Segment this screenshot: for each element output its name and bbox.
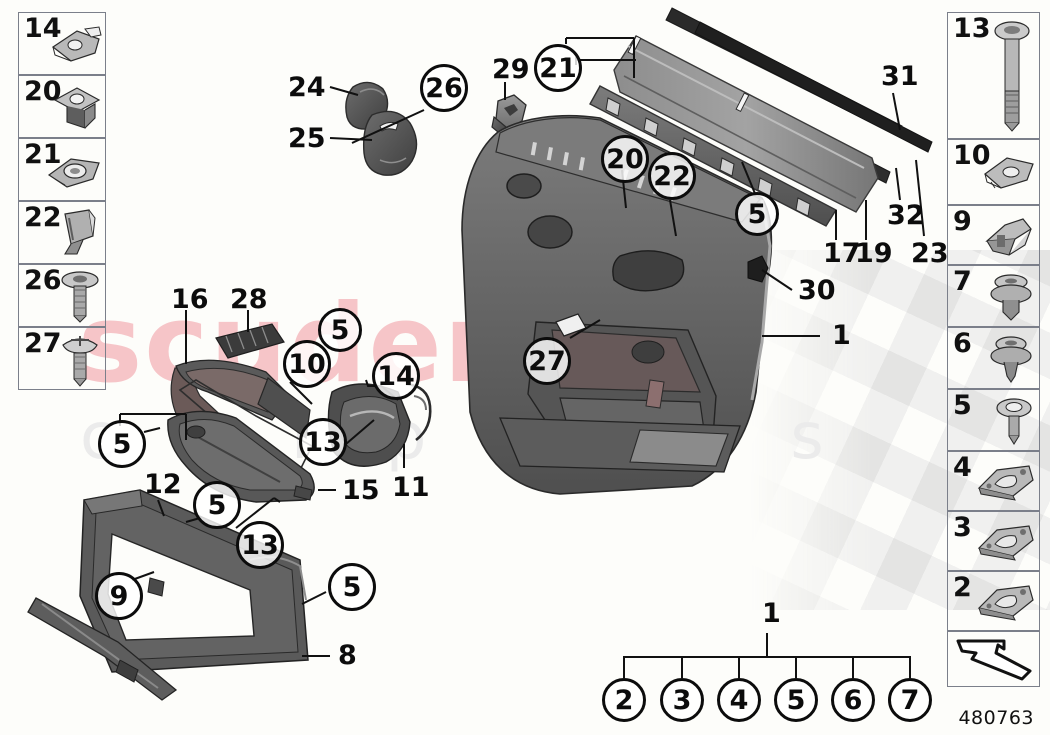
callout-30: 30 bbox=[798, 275, 836, 306]
part-number-label: 10 bbox=[953, 140, 991, 171]
u-clip-nut-icon bbox=[51, 25, 102, 62]
circled-callout-27[interactable]: 27 bbox=[523, 337, 571, 385]
legend-branch-5 bbox=[795, 656, 797, 678]
callout-8: 8 bbox=[338, 640, 357, 671]
legend-circled-3[interactable]: 3 bbox=[660, 678, 704, 722]
circled-callout-13-b[interactable]: 13 bbox=[236, 521, 284, 569]
callout-25: 25 bbox=[288, 123, 326, 154]
callout-15: 15 bbox=[342, 475, 380, 506]
sheet-metal-nut-icon bbox=[984, 157, 1034, 189]
mounting-plate-icon bbox=[977, 525, 1034, 561]
circled-callout-5-d[interactable]: 5 bbox=[328, 563, 376, 611]
part-box-21[interactable]: 21 bbox=[18, 138, 106, 201]
circled-callout-10[interactable]: 10 bbox=[283, 340, 331, 388]
callout-29: 29 bbox=[492, 54, 530, 85]
diagram-code: 480763 bbox=[958, 707, 1034, 729]
part-number-label: 3 bbox=[953, 512, 972, 543]
part-number-label: 4 bbox=[953, 452, 972, 483]
circled-callout-21[interactable]: 21 bbox=[534, 44, 582, 92]
legend-crossbar bbox=[623, 656, 911, 658]
part-number-label: 22 bbox=[24, 202, 62, 233]
part-box-3[interactable]: 3 bbox=[947, 511, 1040, 571]
mounting-plate-icon bbox=[977, 585, 1034, 621]
part-number-label: 14 bbox=[24, 13, 62, 44]
callout-32: 32 bbox=[887, 200, 925, 231]
part-number-label: 5 bbox=[953, 390, 972, 421]
expanding-rivet-icon bbox=[990, 274, 1032, 321]
part-box-26[interactable]: 26 bbox=[18, 264, 106, 327]
legend-circled-6[interactable]: 6 bbox=[831, 678, 875, 722]
circled-callout-5-b[interactable]: 5 bbox=[98, 420, 146, 468]
circled-callout-20[interactable]: 20 bbox=[601, 135, 649, 183]
oval-clip-nut-icon bbox=[47, 157, 100, 188]
pan-head-screw-icon bbox=[62, 335, 98, 387]
long-bolt-icon bbox=[994, 20, 1030, 132]
legend-root-label: 1 bbox=[762, 598, 781, 629]
square-grommet-nut-icon bbox=[53, 86, 101, 129]
tapping-screw-icon bbox=[996, 398, 1032, 445]
part-box-9[interactable]: 9 bbox=[947, 205, 1040, 265]
flanged-screw-icon bbox=[61, 270, 99, 323]
circled-callout-9[interactable]: 9 bbox=[95, 572, 143, 620]
part-number-label: 20 bbox=[24, 76, 62, 107]
part-number-label: 7 bbox=[953, 266, 972, 297]
spring-clip-icon bbox=[64, 208, 96, 255]
callout-12: 12 bbox=[144, 469, 182, 500]
part-number-label: 6 bbox=[953, 328, 972, 359]
callout-28: 28 bbox=[230, 284, 268, 315]
part-number-label: 9 bbox=[953, 206, 972, 237]
part-box-6[interactable]: 6 bbox=[947, 327, 1040, 389]
callout-17: 17 bbox=[823, 238, 861, 269]
legend-branch-4 bbox=[738, 656, 740, 678]
legend-branch-2 bbox=[623, 656, 625, 678]
part-box-direction-arrow[interactable] bbox=[947, 631, 1040, 687]
part-box-22[interactable]: 22 bbox=[18, 201, 106, 264]
legend-circled-4[interactable]: 4 bbox=[717, 678, 761, 722]
legend-branch-7 bbox=[909, 656, 911, 678]
part-box-20[interactable]: 20 bbox=[18, 75, 106, 138]
bracket-clip-icon bbox=[985, 218, 1032, 256]
part-box-5[interactable]: 5 bbox=[947, 389, 1040, 451]
part-number-label: 13 bbox=[953, 13, 991, 44]
legend-branch-6 bbox=[852, 656, 854, 678]
part-number-label: 27 bbox=[24, 328, 62, 359]
legend-branch-3 bbox=[681, 656, 683, 678]
part-box-2[interactable]: 2 bbox=[947, 571, 1040, 631]
circled-callout-5-c[interactable]: 5 bbox=[193, 481, 241, 529]
callout-24: 24 bbox=[288, 72, 326, 103]
part-box-10[interactable]: 10 bbox=[947, 139, 1040, 205]
part-number-label: 2 bbox=[953, 572, 972, 603]
legend-root-stem bbox=[766, 633, 768, 657]
legend-circled-7[interactable]: 7 bbox=[888, 678, 932, 722]
legend-circled-5[interactable]: 5 bbox=[774, 678, 818, 722]
circled-callout-13-a[interactable]: 13 bbox=[299, 418, 347, 466]
brand-watermark-subtitle: c a r p a r t s bbox=[80, 400, 848, 474]
callout-19: 19 bbox=[855, 238, 893, 269]
circled-callout-26[interactable]: 26 bbox=[420, 64, 468, 112]
part-number-label: 26 bbox=[24, 265, 62, 296]
callout-16: 16 bbox=[171, 284, 209, 315]
part-box-14[interactable]: 14 bbox=[18, 12, 106, 75]
circled-callout-5-top[interactable]: 5 bbox=[735, 192, 779, 236]
callout-11: 11 bbox=[392, 472, 430, 503]
mounting-plate-icon bbox=[977, 465, 1034, 501]
expanding-rivet-icon bbox=[990, 336, 1032, 383]
part-box-27[interactable]: 27 bbox=[18, 327, 106, 390]
callout-1: 1 bbox=[832, 320, 851, 351]
legend-circled-2[interactable]: 2 bbox=[602, 678, 646, 722]
callout-31: 31 bbox=[881, 61, 919, 92]
direction-arrow-icon bbox=[956, 639, 1032, 681]
circled-callout-14[interactable]: 14 bbox=[372, 352, 420, 400]
part-number-label: 21 bbox=[24, 139, 62, 170]
part-box-13[interactable]: 13 bbox=[947, 12, 1040, 139]
part-box-4[interactable]: 4 bbox=[947, 451, 1040, 511]
callout-23: 23 bbox=[911, 238, 949, 269]
circled-callout-22[interactable]: 22 bbox=[648, 152, 696, 200]
circled-callout-5-a[interactable]: 5 bbox=[318, 308, 362, 352]
part-box-7[interactable]: 7 bbox=[947, 265, 1040, 327]
